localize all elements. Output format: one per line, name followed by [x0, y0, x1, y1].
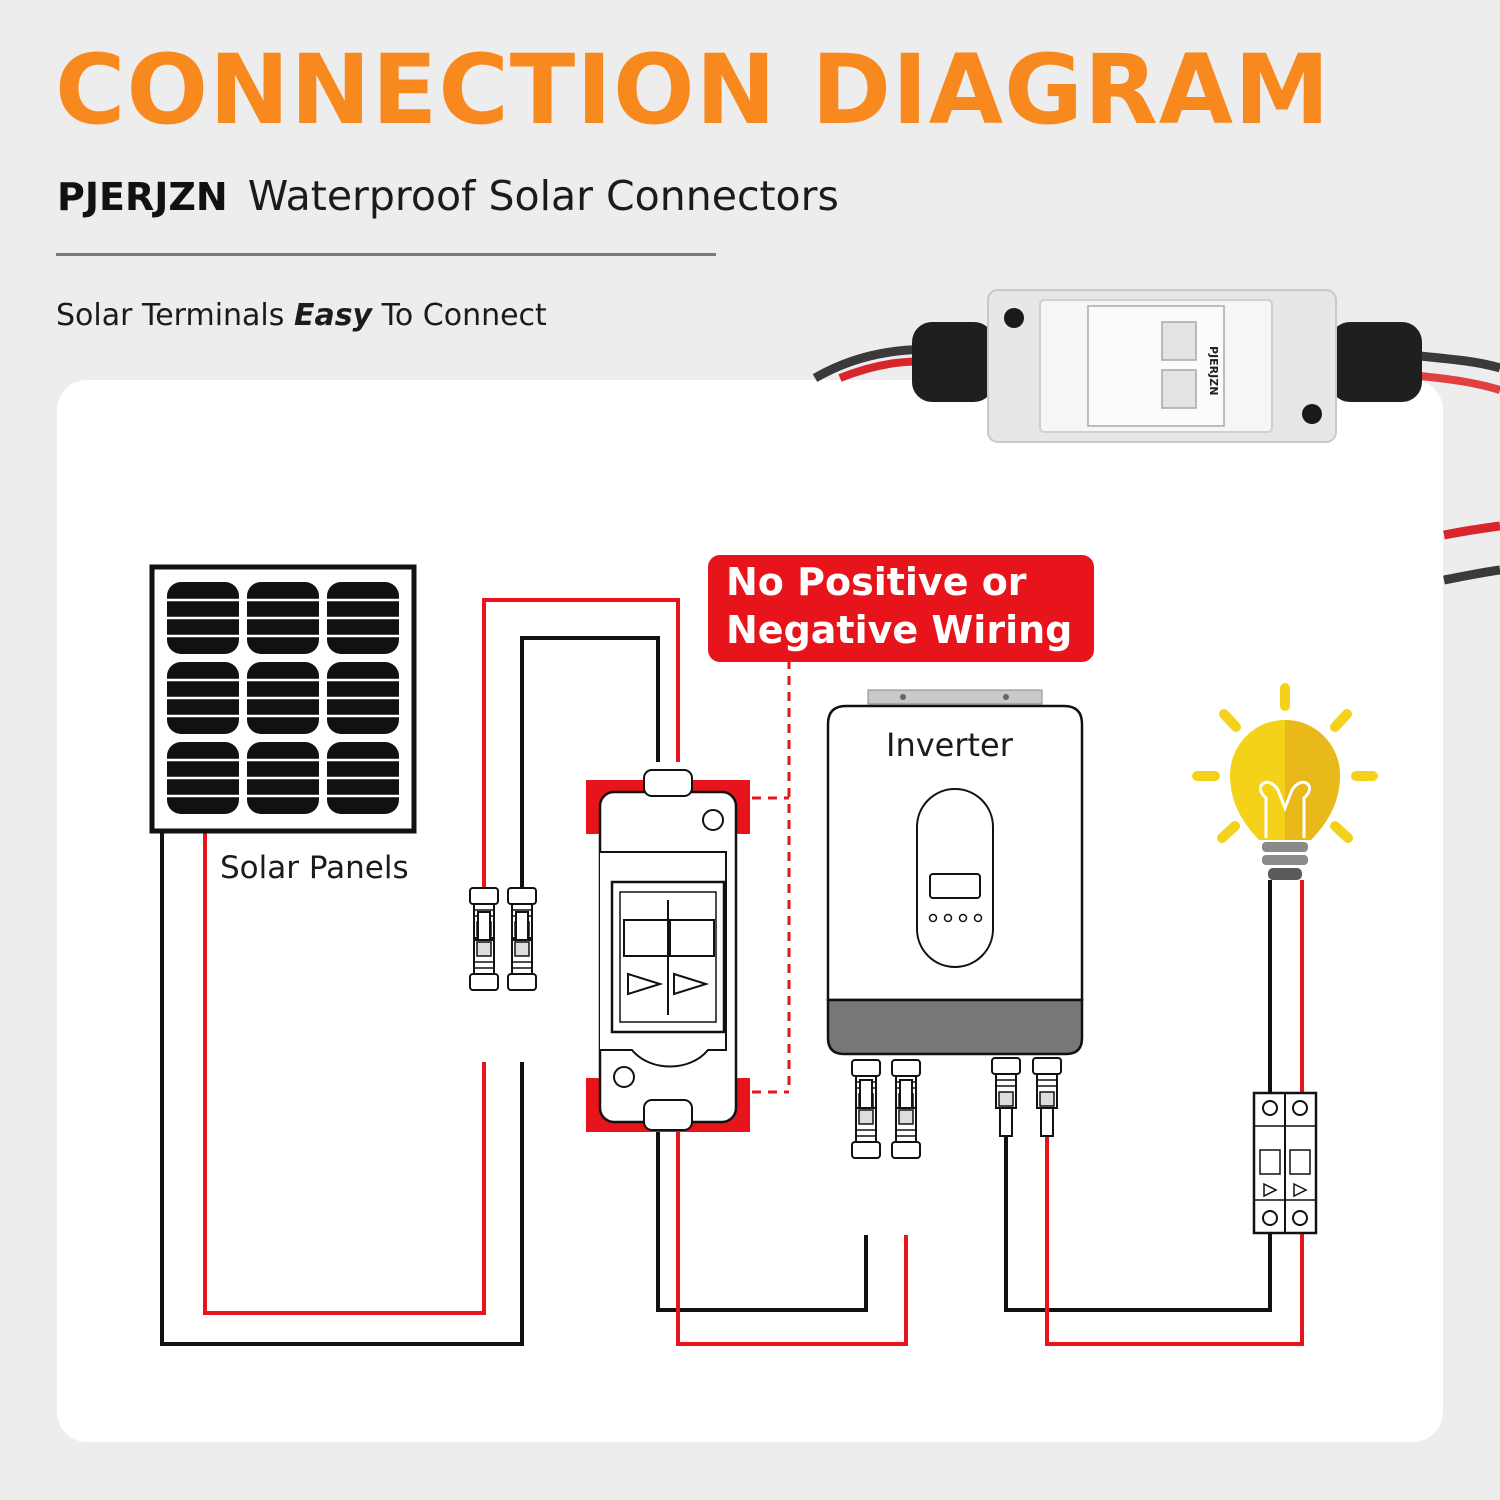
- breaker-box-icon: [586, 769, 750, 1132]
- solar-panel-icon: [149, 564, 417, 834]
- tagline-start: Solar Terminals: [56, 298, 285, 333]
- subtitle: PJERJZN Waterproof Solar Connectors: [57, 172, 839, 220]
- inverter-label: Inverter: [886, 726, 1014, 764]
- wire-load-negative: [1004, 1132, 1272, 1312]
- dc-breaker-icon: [1252, 1091, 1318, 1235]
- wire-load-positive: [1045, 1132, 1304, 1346]
- breaker-brand: PJERJZN: [1207, 346, 1220, 395]
- wire-panel-negative: [160, 832, 524, 1346]
- tagline-emphasis: Easy: [293, 298, 373, 333]
- mc4-connector-icon: [1032, 1057, 1062, 1137]
- page-title: CONNECTION DIAGRAM: [55, 34, 1331, 146]
- wire-breaker-in-negative: [520, 636, 660, 888]
- product-photo: PJERJZN: [812, 289, 1500, 585]
- divider: [56, 253, 716, 256]
- wire-breaker-out-positive: [676, 1130, 908, 1346]
- wire-breaker-out-negative: [656, 1130, 868, 1312]
- callout-line-1: No Positive or: [726, 560, 1027, 604]
- callout-bracket: [752, 660, 791, 1094]
- inverter-icon: [826, 689, 1084, 1056]
- mc4-connector-icon: [991, 1057, 1021, 1137]
- brand-logo: PJERJZN: [57, 175, 228, 219]
- callout-badge: No Positive or Negative Wiring: [708, 555, 1094, 662]
- wire-breaker-in-positive: [482, 598, 680, 888]
- callout-line-2: Negative Wiring: [726, 608, 1072, 652]
- product-name: Waterproof Solar Connectors: [247, 172, 839, 220]
- light-bulb-icon: [1192, 683, 1378, 880]
- tagline-end: To Connect: [381, 298, 547, 333]
- wiring: [160, 598, 1304, 1346]
- wire-panel-positive: [203, 832, 486, 1315]
- solar-panels-label: Solar Panels: [220, 850, 409, 886]
- tagline: Solar Terminals Easy To Connect: [56, 298, 547, 333]
